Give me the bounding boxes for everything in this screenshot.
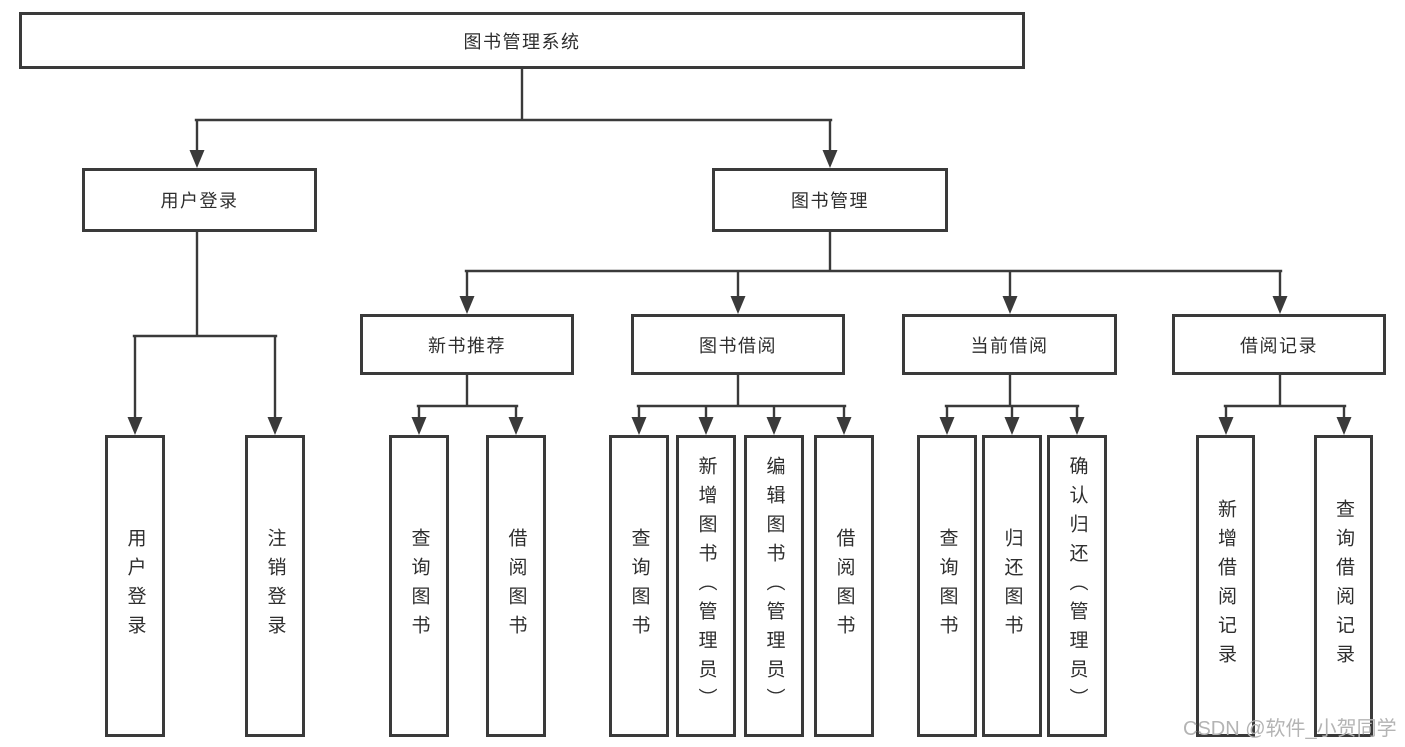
node-label: 当前借阅 [970,335,1049,356]
node-new-book-recommend: 新书推荐 [360,314,574,375]
node-current-borrowing: 当前借阅 [902,314,1117,375]
leaf-label: 查询图书 [936,528,958,644]
leaf-user-login: 用户登录 [105,435,165,737]
leaf-recommend-borrow-book: 借阅图书 [486,435,546,737]
leaf-label: 借阅图书 [833,528,855,644]
node-book-borrowing: 图书借阅 [631,314,845,375]
csdn-watermark: CSDN @软件_小贺同学 [1183,718,1397,740]
leaf-current-confirm-return-admin: 确认归还（管理员） [1047,435,1107,737]
leaf-borrowing-query-book: 查询图书 [609,435,669,737]
leaf-label: 新增借阅记录 [1215,499,1236,673]
node-label: 图书管理 [791,191,869,211]
leaf-label: 新增图书（管理员） [695,455,717,717]
leaf-records-add-record: 新增借阅记录 [1196,435,1255,737]
arrowheads [127,150,1352,435]
node-library-management-system: 图书管理系统 [19,12,1025,69]
leaf-label: 编辑图书（管理员） [763,455,785,717]
leaf-label: 查询借阅记录 [1333,499,1354,673]
leaf-label: 确认归还（管理员） [1066,455,1088,717]
leaf-records-query-record: 查询借阅记录 [1314,435,1373,737]
leaf-label: 注销登录 [264,528,286,644]
leaf-label: 用户登录 [124,528,146,644]
node-book-management: 图书管理 [712,168,948,232]
leaf-label: 查询图书 [628,528,650,644]
node-label: 借阅记录 [1240,335,1318,356]
leaf-logout-login: 注销登录 [245,435,305,737]
leaf-borrowing-edit-book-admin: 编辑图书（管理员） [744,435,804,737]
node-label: 新书推荐 [428,335,506,356]
leaf-label: 查询图书 [408,528,430,644]
node-user-login: 用户登录 [82,168,317,232]
leaf-recommend-query-book: 查询图书 [389,435,449,737]
node-label: 图书管理系统 [463,31,581,52]
leaf-current-query-book: 查询图书 [917,435,977,737]
leaf-label: 归还图书 [1001,528,1023,644]
leaf-borrowing-borrow-book: 借阅图书 [814,435,874,737]
leaf-borrowing-add-book-admin: 新增图书（管理员） [676,435,736,737]
leaf-label: 借阅图书 [505,528,527,644]
node-borrow-records: 借阅记录 [1172,314,1386,375]
leaf-current-return-book: 归还图书 [982,435,1042,737]
branch-lines [132,67,1347,420]
node-label: 图书借阅 [699,335,777,356]
node-label: 用户登录 [160,191,239,211]
